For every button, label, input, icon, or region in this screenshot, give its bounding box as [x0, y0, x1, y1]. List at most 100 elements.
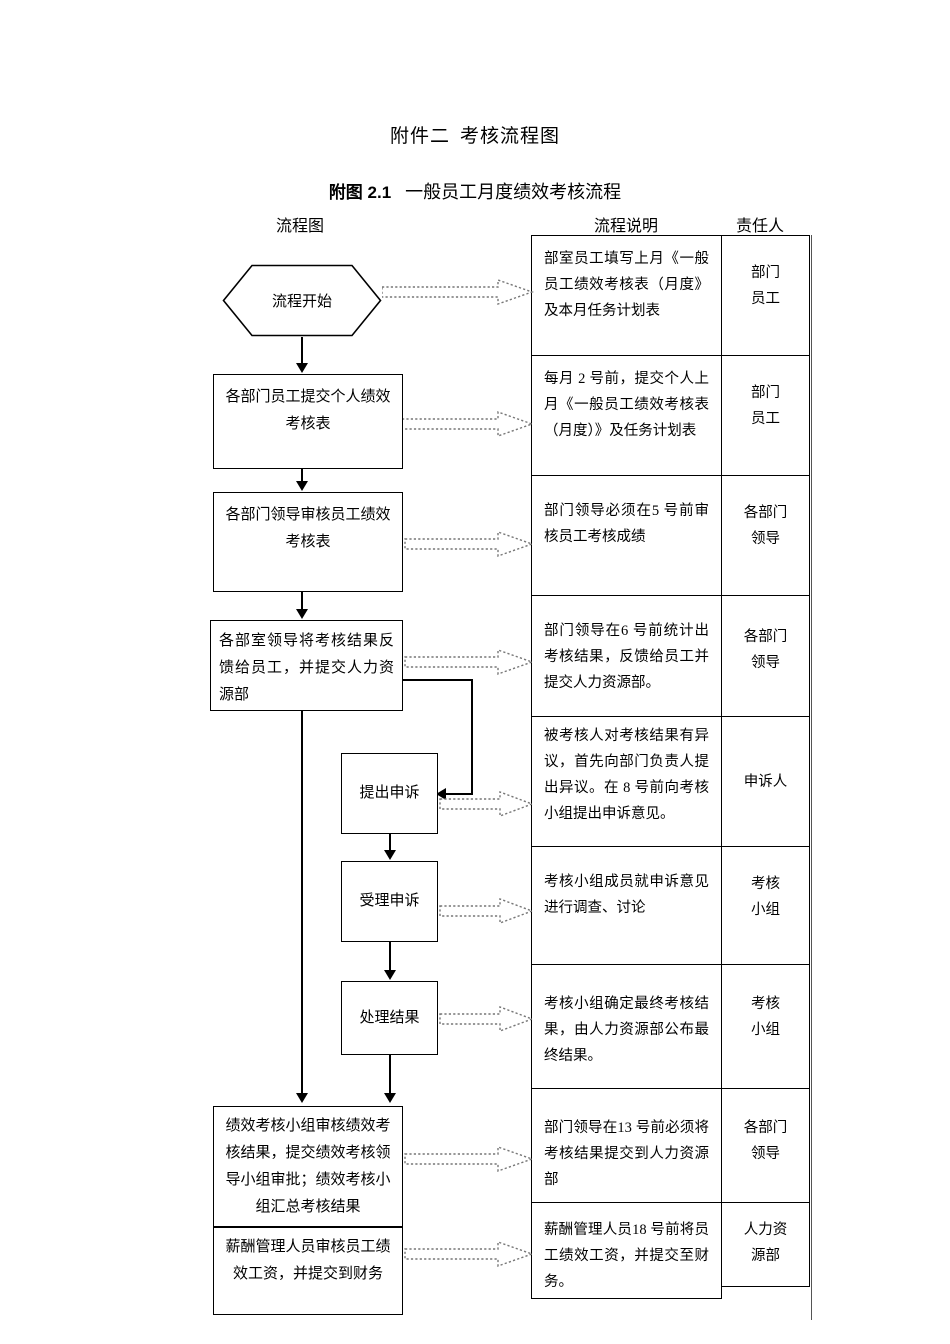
connector-submit-to-review	[301, 469, 303, 482]
row-description: 部门领导在13 号前必须将考核结果提交到人力资源部	[532, 1089, 722, 1203]
flow-node-label: 各部门员工提交个人绩效考核表	[225, 388, 391, 432]
column-header-owner: 责任人	[736, 218, 785, 235]
flow-node-label: 绩效考核小组审核绩效考核结果，提交绩效考核领导小组审批；绩效考核小组汇总考核结果	[225, 1117, 391, 1215]
flow-node-file-appeal[interactable]: 提出申诉	[341, 753, 438, 834]
row-description: 部门领导在6 号前统计出考核结果，反馈给员工并提交人力资源部。	[532, 596, 722, 717]
flow-node-review[interactable]: 各部门领导审核员工绩效考核表	[213, 492, 403, 592]
flow-node-accept-appeal[interactable]: 受理申诉	[341, 861, 438, 942]
block-arrow-icon-row-2	[401, 411, 535, 437]
arrow-head-icon	[384, 850, 396, 860]
document-title-main: 考核流程图	[460, 126, 561, 147]
owner-line: 各部门	[743, 505, 788, 521]
row-description: 部室员工填写上月《一般员工绩效考核表（月度》及本月任务计划表	[532, 236, 722, 356]
table-outer-edge	[810, 235, 812, 1320]
table-row: 考核小组成员就申诉意见进行调查、讨论 考核 小组	[532, 847, 810, 965]
arrow-head-icon	[296, 363, 308, 373]
figure-title: 附图 2.1 一般员工月度绩效考核流程	[0, 178, 950, 204]
owner-line: 考核	[751, 876, 780, 892]
flow-node-label: 处理结果	[359, 1009, 420, 1026]
table-row: 部室员工填写上月《一般员工绩效考核表（月度》及本月任务计划表 部门 员工	[532, 236, 810, 356]
flow-node-group-review[interactable]: 绩效考核小组审核绩效考核结果，提交绩效考核领导小组审批；绩效考核小组汇总考核结果	[213, 1106, 403, 1227]
flow-node-label: 流程开始	[271, 294, 332, 310]
row-owner: 部门 员工	[722, 356, 810, 476]
owner-line: 领导	[751, 1146, 780, 1162]
flow-node-submit[interactable]: 各部门员工提交个人绩效考核表	[213, 374, 403, 469]
row-description: 被考核人对考核结果有异议，首先向部门负责人提出异议。在 8 号前向考核小组提出申…	[532, 717, 722, 847]
row-owner: 各部门 领导	[722, 596, 810, 717]
block-arrow-icon-row-5	[439, 790, 534, 818]
owner-line: 各部门	[743, 1120, 788, 1136]
owner-line: 员工	[751, 291, 780, 307]
row-description: 考核小组确定最终考核结果，由人力资源部公布最终结果。	[532, 965, 722, 1089]
figure-label: 附图 2.1	[328, 183, 392, 202]
column-header-flow: 流程图	[276, 218, 325, 235]
row-owner: 人力资 源部	[722, 1203, 810, 1287]
row-description: 每月 2 号前，提交个人上月《一般员工绩效考核表（月度）》及任务计划表	[532, 356, 722, 476]
block-arrow-icon-row-1	[381, 279, 535, 305]
flow-node-handle-result[interactable]: 处理结果	[341, 981, 438, 1055]
connector-handle-to-group	[389, 1055, 391, 1095]
row-owner: 部门 员工	[722, 236, 810, 356]
connector-start-to-submit	[301, 337, 303, 364]
flow-node-start[interactable]: 流程开始	[222, 264, 382, 337]
block-arrow-icon-row-3	[404, 531, 535, 557]
row-description: 薪酬管理人员18 号前将员工绩效工资，并提交至财务。	[532, 1203, 722, 1299]
owner-line: 小组	[751, 902, 780, 918]
owner-line: 各部门	[743, 629, 788, 645]
arrow-head-icon	[296, 609, 308, 619]
table-row: 每月 2 号前，提交个人上月《一般员工绩效考核表（月度）》及任务计划表 部门 员…	[532, 356, 810, 476]
document-title-prefix: 附件二	[389, 126, 450, 147]
block-arrow-icon-row-8	[404, 1146, 535, 1172]
row-owner: 申诉人	[722, 717, 810, 847]
connector-feedback-branch-v	[471, 679, 474, 794]
flow-node-label: 薪酬管理人员审核员工绩效工资，并提交到财务	[225, 1239, 391, 1282]
flow-node-label: 各部室领导将考核结果反馈给员工，并提交人力资源部	[219, 633, 394, 703]
block-arrow-icon-row-4	[404, 649, 535, 675]
table-row: 被考核人对考核结果有异议，首先向部门负责人提出异议。在 8 号前向考核小组提出申…	[532, 717, 810, 847]
arrow-head-icon	[296, 481, 308, 491]
connector-accept-to-handle	[389, 942, 391, 971]
table-row: 部门领导在13 号前必须将考核结果提交到人力资源部 各部门 领导	[532, 1089, 810, 1203]
flow-node-label: 受理申诉	[359, 893, 420, 909]
column-header-description: 流程说明	[594, 218, 659, 235]
row-owner: 考核 小组	[722, 965, 810, 1089]
table-row: 薪酬管理人员18 号前将员工绩效工资，并提交至财务。 人力资 源部	[532, 1203, 810, 1299]
row-description: 部门领导必须在5 号前审核员工考核成绩	[532, 476, 722, 596]
connector-file-to-accept	[389, 834, 391, 851]
flow-node-label: 提出申诉	[359, 785, 420, 801]
row-owner: 各部门 领导	[722, 1089, 810, 1203]
row-owner: 考核 小组	[722, 847, 810, 965]
owner-line: 考核	[751, 996, 780, 1012]
arrow-head-icon	[296, 1093, 308, 1103]
owner-line: 人力资	[743, 1222, 788, 1238]
owner-line: 领导	[751, 531, 780, 547]
figure-title-text: 一般员工月度绩效考核流程	[405, 182, 622, 202]
block-arrow-icon-row-6	[439, 897, 534, 925]
document-title: 附件二考核流程图	[0, 121, 950, 148]
description-table: 部室员工填写上月《一般员工绩效考核表（月度》及本月任务计划表 部门 员工 每月 …	[531, 235, 810, 1299]
connector-review-to-feedback	[301, 592, 303, 610]
connector-feedback-to-group	[301, 711, 303, 1095]
owner-line: 领导	[751, 655, 780, 671]
owner-line: 申诉人	[743, 774, 788, 790]
flow-node-label: 各部门领导审核员工绩效考核表	[225, 507, 391, 550]
connector-feedback-branch-h2	[446, 793, 473, 796]
owner-line: 部门	[751, 265, 780, 281]
row-owner: 各部门 领导	[722, 476, 810, 596]
arrow-head-icon	[384, 970, 396, 980]
flow-node-payroll[interactable]: 薪酬管理人员审核员工绩效工资，并提交到财务	[213, 1227, 403, 1315]
table-row: 部门领导必须在5 号前审核员工考核成绩 各部门 领导	[532, 476, 810, 596]
arrow-head-icon	[384, 1093, 396, 1103]
arrow-head-icon	[436, 788, 446, 800]
flow-node-feedback[interactable]: 各部室领导将考核结果反馈给员工，并提交人力资源部	[210, 620, 403, 711]
table-row: 考核小组确定最终考核结果，由人力资源部公布最终结果。 考核 小组	[532, 965, 810, 1089]
owner-line: 源部	[751, 1248, 780, 1264]
table-row: 部门领导在6 号前统计出考核结果，反馈给员工并提交人力资源部。 各部门 领导	[532, 596, 810, 717]
row-description: 考核小组成员就申诉意见进行调查、讨论	[532, 847, 722, 965]
hexagon-shape	[222, 264, 382, 337]
owner-line: 员工	[751, 411, 780, 427]
owner-line: 小组	[751, 1022, 780, 1038]
owner-line: 部门	[751, 385, 780, 401]
connector-feedback-branch-h	[403, 679, 473, 682]
